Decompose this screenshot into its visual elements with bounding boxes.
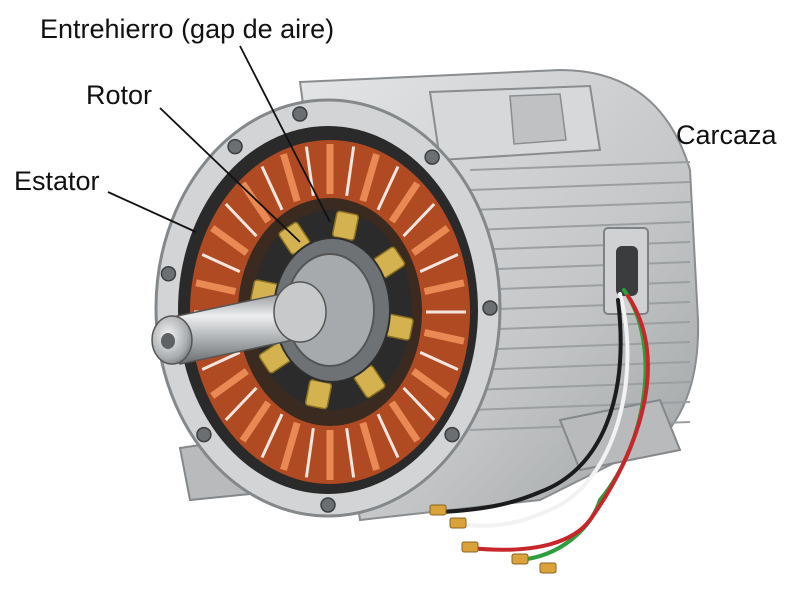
bolt [424,149,440,165]
coil [359,421,380,471]
coil [411,225,450,256]
label-estator: Estator [14,166,100,196]
bolt [482,300,498,316]
fin [469,261,691,271]
flange-bolts [160,106,498,513]
leader-rotor [159,107,301,243]
coil [201,253,241,274]
coil [239,400,272,443]
label-rotor: Rotor [86,80,153,110]
coil [388,181,421,224]
bolt [196,426,212,443]
fin [469,161,691,171]
shaft [151,281,327,365]
fin [469,361,691,371]
coil [260,413,284,459]
coil [411,368,450,399]
coil [376,165,400,211]
label-carcaza: Carcaza [676,120,777,150]
fin [469,281,691,291]
fin [469,181,691,191]
leader-lines [107,45,331,243]
leader-gap [239,45,331,223]
coil [376,413,400,459]
coil [210,225,249,256]
fin [469,321,691,331]
coil [195,279,237,295]
fin [469,241,691,251]
coil [239,181,272,224]
bolt [160,266,177,282]
coil [224,386,258,422]
coil [423,329,465,345]
coil [345,146,356,197]
fin [469,341,691,351]
bolt [292,106,308,122]
coil [402,386,436,422]
label-entrehierro: Entrehierro (gap de aire) [40,14,335,44]
fin [469,381,691,391]
bolt [227,138,243,155]
coil [280,153,301,203]
coil [304,427,315,478]
rotor-core [250,210,414,410]
bolt [444,426,460,443]
lead-wires [438,288,650,562]
coil [224,202,258,238]
coil [359,153,380,203]
fin [469,221,691,231]
coil [280,421,301,471]
bolt [320,497,336,513]
coil [423,279,465,295]
conduit-hole [616,246,638,296]
coil [419,350,459,371]
coil [402,202,436,238]
coil [210,368,249,399]
coil [388,400,421,443]
wire-terminals [429,504,557,574]
rotor-pad [304,379,333,410]
fin [469,301,691,311]
coil [419,253,459,274]
coil [260,165,284,211]
rotor-pad [331,210,360,241]
leader-estator [107,191,197,233]
coil [201,350,241,371]
coil [345,427,356,478]
fin [469,201,691,211]
